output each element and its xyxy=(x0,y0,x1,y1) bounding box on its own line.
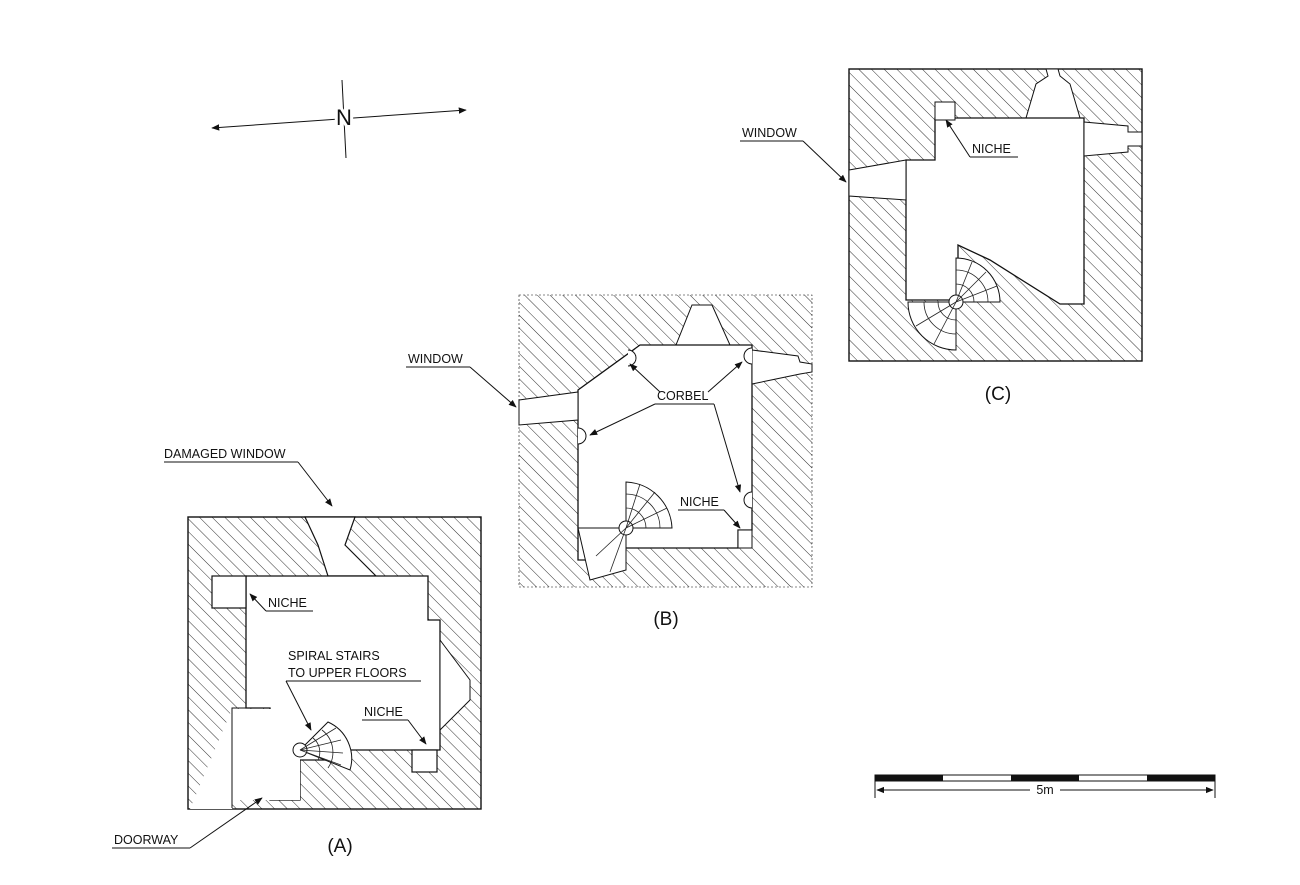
spiral-stairs-label-1: SPIRAL STAIRS xyxy=(288,649,380,663)
north-arrow: N N xyxy=(211,79,467,159)
window-label-b: WINDOW xyxy=(408,352,463,366)
niche-a-2 xyxy=(411,749,438,773)
niche-label-a1: NICHE xyxy=(268,596,307,610)
scale-bar: 5m xyxy=(874,774,1216,798)
corbel-label: CORBEL xyxy=(657,389,708,403)
plan-b-annotations: WINDOW CORBEL NICHE xyxy=(406,352,743,529)
plan-c-caption: (C) xyxy=(985,384,1011,405)
north-letter: N xyxy=(336,105,352,130)
plan-a: (A) xyxy=(187,516,482,857)
north-symbol: N xyxy=(336,105,352,130)
niche-b xyxy=(737,529,753,549)
corbel-b-2 xyxy=(743,347,753,365)
niche-label-a2: NICHE xyxy=(364,705,403,719)
plan-b-caption: (B) xyxy=(653,609,678,630)
niche-label-c: NICHE xyxy=(972,142,1011,156)
spiral-stair-b xyxy=(577,481,673,581)
plan-a-caption: (A) xyxy=(327,836,352,857)
niche-a-1 xyxy=(211,575,247,609)
spiral-stair-c xyxy=(907,257,1001,351)
niche-label-b: NICHE xyxy=(680,495,719,509)
damaged-window-label: DAMAGED WINDOW xyxy=(164,447,286,461)
plan-c-room xyxy=(905,117,1085,305)
niche-c xyxy=(934,101,956,121)
plan-a-annotations: DAMAGED WINDOW NICHE SPIRAL STAIRS TO UP… xyxy=(112,447,427,849)
corbel-b-4 xyxy=(743,491,753,509)
spiral-stairs-label-2: TO UPPER FLOORS xyxy=(288,666,407,680)
plan-b: (B) xyxy=(518,294,813,630)
plan-c-annotations: WINDOW NICHE xyxy=(740,119,1018,183)
doorway-label: DOORWAY xyxy=(114,833,179,847)
spiral-stair-a xyxy=(292,721,353,771)
window-label-c: WINDOW xyxy=(742,126,797,140)
corbel-b-3 xyxy=(577,427,587,445)
scale-label: 5m xyxy=(1036,783,1053,797)
plan-c: (C) xyxy=(848,68,1143,405)
